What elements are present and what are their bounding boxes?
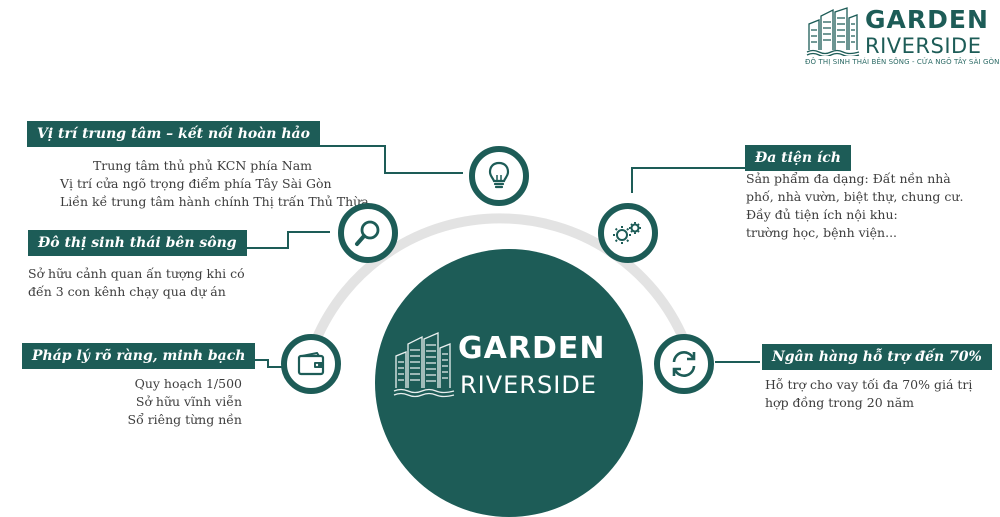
amenities-line-3: Đầy đủ tiện ích nội khu: xyxy=(746,207,898,222)
bank-description: Hỗ trợ cho vay tối đa 70% giá trị hợp đồ… xyxy=(765,376,972,412)
eco-line-1: Sở hữu cảnh quan ấn tượng khi có xyxy=(28,266,245,281)
location-line-1: Trung tâm thủ phủ KCN phía Nam xyxy=(92,158,312,173)
eco-description: Sở hữu cảnh quan ấn tượng khi có đến 3 c… xyxy=(28,265,245,301)
background-arc xyxy=(311,213,689,342)
gears-icon xyxy=(613,222,641,244)
buildings-logo-icon xyxy=(806,7,860,56)
legal-description: Quy hoạch 1/500 Sở hữu vĩnh viễn Sổ riên… xyxy=(60,375,242,429)
connector-amenities xyxy=(631,167,745,193)
brand-name-line1: GARDEN xyxy=(865,5,989,34)
connector-eco xyxy=(245,231,330,249)
wallet-icon-circle xyxy=(281,334,341,394)
magnifier-icon-circle xyxy=(338,203,398,263)
bank-line-1: Hỗ trợ cho vay tối đa 70% giá trị xyxy=(765,377,973,392)
center-name-line1: GARDEN xyxy=(458,331,606,366)
wallet-icon xyxy=(297,352,325,376)
gears-icon-circle xyxy=(598,203,658,263)
legal-line-2: Sở hữu vĩnh viễn xyxy=(135,394,242,409)
legal-line-1: Quy hoạch 1/500 xyxy=(134,376,242,391)
refresh-icon xyxy=(672,351,696,377)
amenities-line-1: Sản phẩm đa dạng: Đất nền nhà xyxy=(746,171,951,186)
center-circle xyxy=(375,249,643,517)
connector-location xyxy=(310,145,463,174)
brand-logo: GARDEN RIVERSIDE ĐÔ THỊ SINH THÁI BÊN SÔ… xyxy=(805,5,1000,68)
refresh-icon-circle xyxy=(654,334,714,394)
location-description: Trung tâm thủ phủ KCN phía Nam Vị trí cử… xyxy=(60,157,369,211)
bank-line-2: hợp đồng trong 20 năm xyxy=(765,395,915,410)
location-line-3: Liền kề trung tâm hành chính Thị trấn Th… xyxy=(60,194,369,209)
center-buildings-icon xyxy=(393,332,455,398)
center-name-line2: RIVERSIDE xyxy=(460,371,597,399)
connector-legal xyxy=(245,359,282,368)
eco-line-2: đến 3 con kênh chạy qua dự án xyxy=(28,284,226,299)
bank-title: Ngân hàng hỗ trợ đến 70% xyxy=(762,344,992,370)
lightbulb-icon xyxy=(488,161,510,189)
amenities-description: Sản phẩm đa dạng: Đất nền nhà phố, nhà v… xyxy=(746,170,963,242)
eco-title: Đô thị sinh thái bên sông xyxy=(28,230,247,256)
lightbulb-icon-circle xyxy=(469,146,529,206)
location-line-2: Vị trí cửa ngõ trọng điểm phía Tây Sài G… xyxy=(60,176,332,191)
legal-line-3: Sổ riêng từng nền xyxy=(127,412,242,427)
amenities-line-2: phố, nhà vườn, biệt thự, chung cư. xyxy=(746,189,964,204)
brand-name-line2: RIVERSIDE xyxy=(865,34,982,58)
magnifier-icon xyxy=(355,220,380,246)
amenities-line-4: trường học, bệnh viện... xyxy=(746,225,898,240)
legal-title: Pháp lý rõ ràng, minh bạch xyxy=(22,343,256,369)
location-title: Vị trí trung tâm – kết nối hoàn hảo xyxy=(27,121,320,147)
amenities-title: Đa tiện ích xyxy=(745,145,851,171)
brand-tagline: ĐÔ THỊ SINH THÁI BÊN SÔNG - CỬA NGÕ TÂY … xyxy=(805,58,1000,66)
